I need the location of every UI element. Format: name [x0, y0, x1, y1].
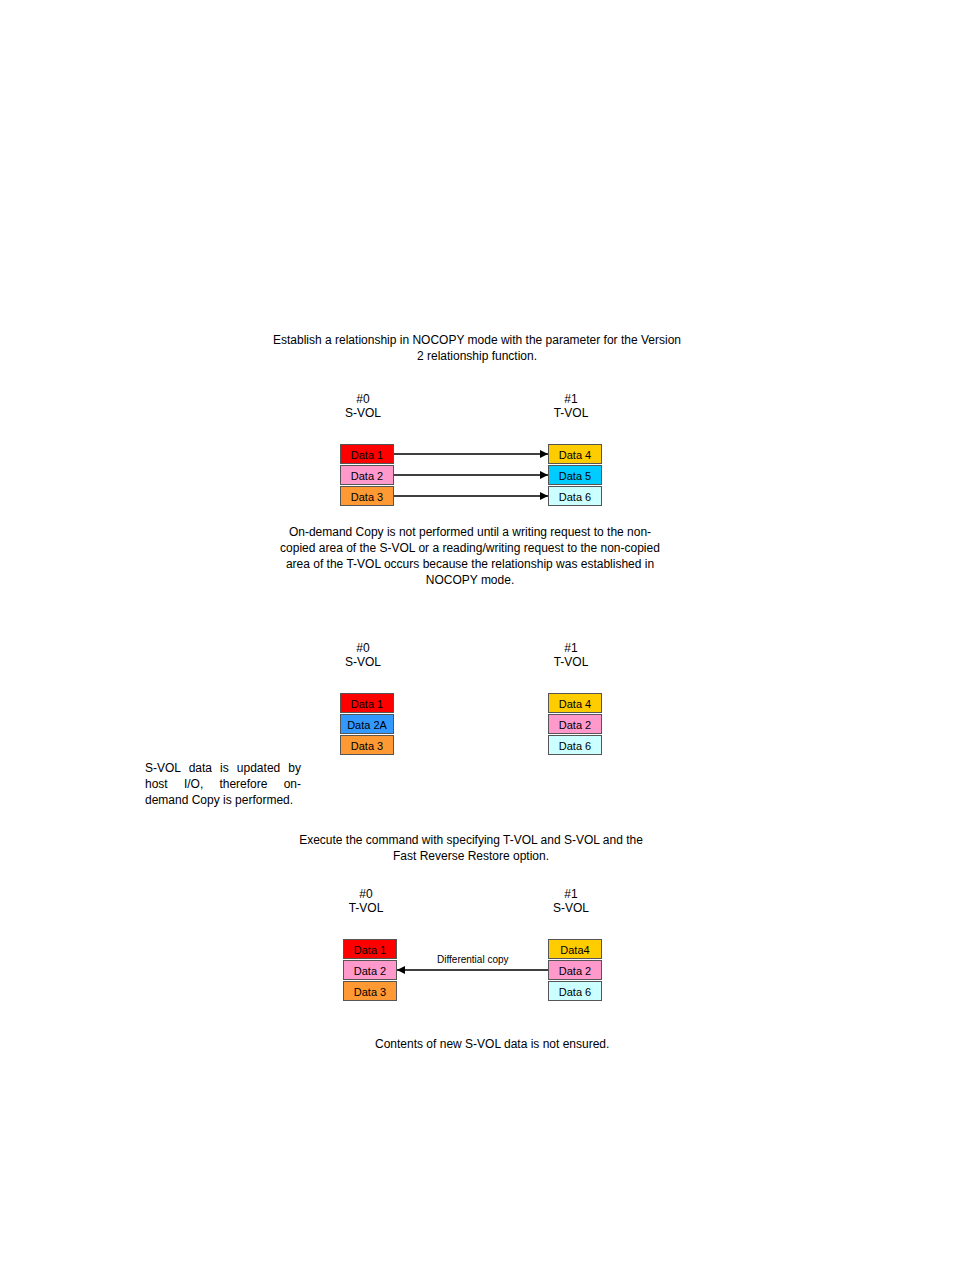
volume-label: #1: [564, 887, 577, 901]
note-text: Contents of new S-VOL data is not ensure…: [375, 1036, 695, 1052]
volume-heading: #1T-VOL: [515, 392, 627, 420]
volume-cylinder: #0S-VOL Data 1 Data 2A Data 3: [307, 636, 419, 764]
data-block: Data 3: [340, 486, 394, 506]
volume-heading: #1T-VOL: [515, 641, 627, 669]
data-block: Data 2: [548, 960, 602, 980]
copy-arrow: [394, 474, 548, 476]
note-text: Establish a relationship in NOCOPY mode …: [272, 332, 682, 364]
data-label: Data 6: [559, 737, 591, 755]
volume-cylinder: #1T-VOL Data 4 Data 2 Data 6: [515, 636, 627, 764]
data-block: Data 6: [548, 735, 602, 755]
volume-heading: #0T-VOL: [310, 887, 422, 915]
data-label: Data 2: [354, 962, 386, 980]
volume-label: #0: [359, 887, 372, 901]
volume-label: T-VOL: [554, 406, 589, 420]
data-label: Data 2: [559, 716, 591, 734]
data-block: Data 6: [548, 486, 602, 506]
data-block: Data 2A: [340, 714, 394, 734]
data-block: Data 5: [548, 465, 602, 485]
volume-label: T-VOL: [554, 655, 589, 669]
data-block: Data 2: [340, 465, 394, 485]
data-block: Data 1: [340, 444, 394, 464]
volume-label: S-VOL: [345, 655, 381, 669]
volume-label: #0: [356, 641, 369, 655]
copy-arrow: [394, 453, 548, 455]
data-block: Data 3: [340, 735, 394, 755]
data-label: Data 3: [351, 737, 383, 755]
copy-arrow: [394, 495, 548, 497]
step-arrow: [452, 778, 484, 820]
data-label: Data 6: [559, 983, 591, 1001]
data-label: Data 1: [351, 446, 383, 464]
data-label: Data 6: [559, 488, 591, 506]
volume-label: #1: [564, 392, 577, 406]
data-block: Data 1: [343, 939, 397, 959]
data-block: Data 6: [548, 981, 602, 1001]
volume-label: S-VOL: [553, 901, 589, 915]
data-label: Data 2: [559, 962, 591, 980]
data-label: Data 4: [559, 695, 591, 713]
data-block: Data 2: [548, 714, 602, 734]
volume-heading: #1S-VOL: [515, 887, 627, 915]
data-label: Data 3: [354, 983, 386, 1001]
volume-cylinder: #0T-VOL Data 1 Data 2 Data 3: [310, 882, 422, 1010]
volume-heading: #0S-VOL: [307, 641, 419, 669]
data-block: Data 1: [340, 693, 394, 713]
data-block: Data 3: [343, 981, 397, 1001]
data-label: Data 5: [559, 467, 591, 485]
dashed-region: [293, 632, 645, 775]
data-label: Data 2: [351, 467, 383, 485]
step-arrow: [452, 590, 484, 632]
dashed-region: [293, 878, 645, 1022]
data-label: Data 1: [354, 941, 386, 959]
data-label: Data 2A: [347, 716, 387, 734]
volume-heading: #0S-VOL: [307, 392, 419, 420]
volume-cylinder: #1S-VOL Data4Data 2 Data 6: [515, 882, 627, 1010]
copy-arrow: [397, 969, 548, 971]
data-block: Data 2: [343, 960, 397, 980]
note-text: On-demand Copy is not performed until a …: [278, 524, 662, 588]
volume-label: S-VOL: [345, 406, 381, 420]
data-block: Data 4: [548, 444, 602, 464]
data-label: Data4: [560, 941, 589, 959]
volume-cylinder: #0S-VOL Data 1 Data 2 Data 3: [307, 387, 419, 515]
data-block: Data4: [548, 939, 602, 959]
volume-label: #1: [564, 641, 577, 655]
data-block: Data 4: [548, 693, 602, 713]
volume-cylinder: #1T-VOL Data 4 Data 5 Data 6: [515, 387, 627, 515]
data-label: Data 1: [351, 695, 383, 713]
note-text: Execute the command with specifying T-VO…: [296, 832, 646, 864]
note-text: S-VOL data is updated by host I/O, there…: [145, 760, 301, 808]
server-icon: [224, 677, 262, 760]
edge-label: Differential copy: [435, 954, 511, 966]
host-io-arrow: [263, 723, 340, 725]
volume-label: T-VOL: [349, 901, 384, 915]
data-label: Data 3: [351, 488, 383, 506]
volume-label: #0: [356, 392, 369, 406]
data-label: Data 4: [559, 446, 591, 464]
